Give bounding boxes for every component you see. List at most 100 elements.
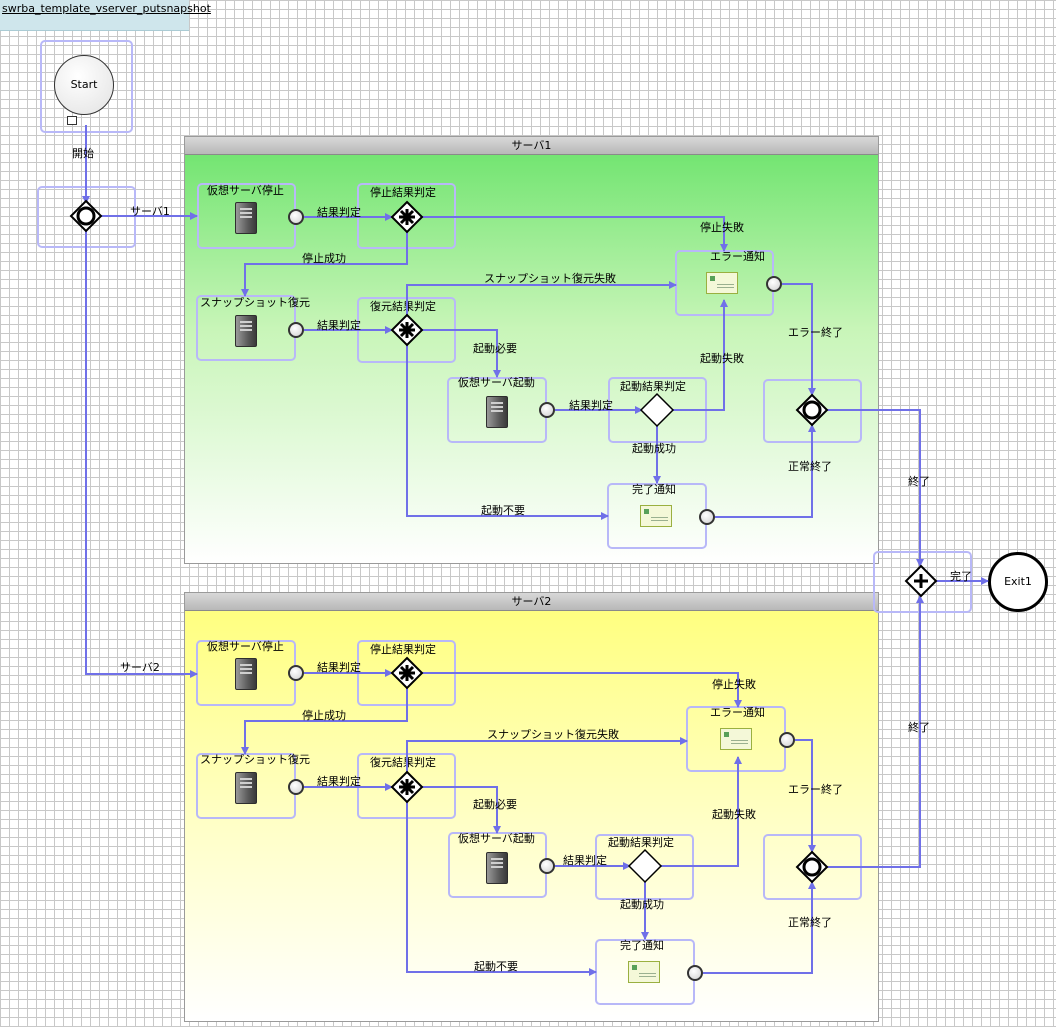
task-label: 停止結果判定 — [370, 186, 436, 199]
flow — [406, 737, 688, 772]
flow-label: 起動不要 — [474, 960, 518, 973]
flow — [672, 299, 728, 411]
task-label: 復元結果判定 — [370, 300, 436, 313]
flow — [406, 802, 597, 976]
flow-label: 起動成功 — [632, 442, 676, 455]
intermediate-event-icon — [288, 665, 304, 681]
flow-label: 結果判定 — [563, 854, 607, 867]
flow-label: 正常終了 — [788, 460, 832, 473]
flow-label: スナップショット復元失敗 — [484, 272, 616, 285]
flow — [422, 672, 742, 708]
flow — [703, 881, 816, 974]
flow — [241, 688, 408, 755]
intermediate-event-icon — [288, 209, 304, 225]
flow-label: エラー終了 — [788, 326, 843, 339]
start-event[interactable]: Start — [54, 55, 114, 115]
mail-icon — [720, 728, 752, 750]
server-icon — [486, 852, 508, 884]
flow-label: 結果判定 — [317, 775, 361, 788]
flow — [715, 424, 816, 518]
lane-header[interactable]: サーバ2 — [185, 593, 878, 611]
flow-label: 結果判定 — [317, 319, 361, 332]
server-icon — [235, 202, 257, 234]
task-label: 起動結果判定 — [608, 836, 674, 849]
flow-lane1-end — [827, 409, 924, 567]
mail-icon — [640, 505, 672, 527]
task-label: 完了通知 — [620, 939, 664, 952]
flow-label: 終了 — [908, 475, 930, 488]
flow-label: サーバ1 — [130, 205, 170, 218]
task-label: 仮想サーバ停止 — [207, 640, 284, 653]
lane-server1[interactable]: サーバ1 — [184, 136, 879, 564]
task-label: スナップショット復元 — [200, 753, 310, 766]
task-label: スナップショット復元 — [200, 296, 310, 309]
flow-label: サーバ2 — [120, 661, 160, 674]
task-label: 起動結果判定 — [620, 380, 686, 393]
task-label: エラー通知 — [710, 706, 765, 719]
task-label: 完了通知 — [632, 483, 676, 496]
mail-icon — [628, 961, 660, 983]
flow — [406, 281, 677, 315]
task-label: 仮想サーバ起動 — [458, 376, 535, 389]
server-icon — [235, 772, 257, 804]
intermediate-event-icon — [687, 965, 703, 981]
end-label: Exit1 — [1004, 575, 1032, 588]
flow-lane2-end — [827, 595, 924, 868]
complex-gateway — [390, 313, 424, 347]
task-label: 仮想サーバ起動 — [458, 832, 535, 845]
flow-label: 結果判定 — [317, 661, 361, 674]
fork-gateway — [69, 199, 103, 233]
flow-label: 起動必要 — [473, 798, 517, 811]
flow-to-lane2 — [85, 231, 198, 678]
end-event[interactable]: Exit1 — [988, 552, 1048, 612]
flow-label: 正常終了 — [788, 916, 832, 929]
complex-gateway — [390, 656, 424, 690]
start-label: Start — [70, 78, 98, 91]
flow — [782, 283, 816, 396]
flow-label: 停止失敗 — [712, 678, 756, 691]
mail-icon — [706, 272, 738, 294]
intermediate-event-icon — [288, 779, 304, 795]
complex-gateway — [390, 770, 424, 804]
join-gateway — [904, 564, 938, 598]
diagram-tab[interactable]: swrba_template_vserver_putsnapshot — [0, 0, 211, 31]
flow-label: エラー終了 — [788, 783, 843, 796]
flow-label: 停止成功 — [302, 252, 346, 265]
flow-label: 結果判定 — [569, 399, 613, 412]
flow — [422, 329, 501, 378]
exclusive-gateway — [627, 848, 663, 884]
flow — [795, 739, 816, 853]
flow-label: 停止成功 — [302, 709, 346, 722]
diagram-title[interactable]: swrba_template_vserver_putsnapshot — [2, 2, 211, 15]
flow-label: 起動不要 — [481, 504, 525, 517]
lane-header[interactable]: サーバ1 — [185, 137, 878, 155]
server-icon — [235, 658, 257, 690]
task-label: 停止結果判定 — [370, 643, 436, 656]
task-label: 仮想サーバ停止 — [207, 184, 284, 197]
intermediate-event-icon — [699, 509, 715, 525]
complex-gateway — [390, 200, 424, 234]
exclusive-gateway — [639, 392, 675, 428]
flow — [422, 216, 728, 252]
flow-label: 開始 — [72, 147, 94, 160]
flow-label: 完了 — [950, 570, 972, 583]
intermediate-event-icon — [539, 858, 555, 874]
flow — [241, 232, 408, 297]
flow-label: 終了 — [908, 721, 930, 734]
intermediate-event-icon — [766, 276, 782, 292]
flow-label: 起動成功 — [620, 898, 664, 911]
intermediate-event-icon — [539, 402, 555, 418]
flow-label: 停止失敗 — [700, 221, 744, 234]
lane-server2[interactable]: サーバ2 — [184, 592, 879, 1022]
flow — [406, 345, 609, 520]
intermediate-event-icon — [779, 732, 795, 748]
server-icon — [235, 315, 257, 347]
intermediate-event-icon — [288, 322, 304, 338]
flow-label: スナップショット復元失敗 — [487, 728, 619, 741]
subprocess-icon — [67, 116, 77, 125]
flow — [660, 756, 742, 867]
task-label: エラー通知 — [710, 250, 765, 263]
task-label: 復元結果判定 — [370, 756, 436, 769]
server-icon — [486, 396, 508, 428]
flow-label: 起動必要 — [473, 342, 517, 355]
